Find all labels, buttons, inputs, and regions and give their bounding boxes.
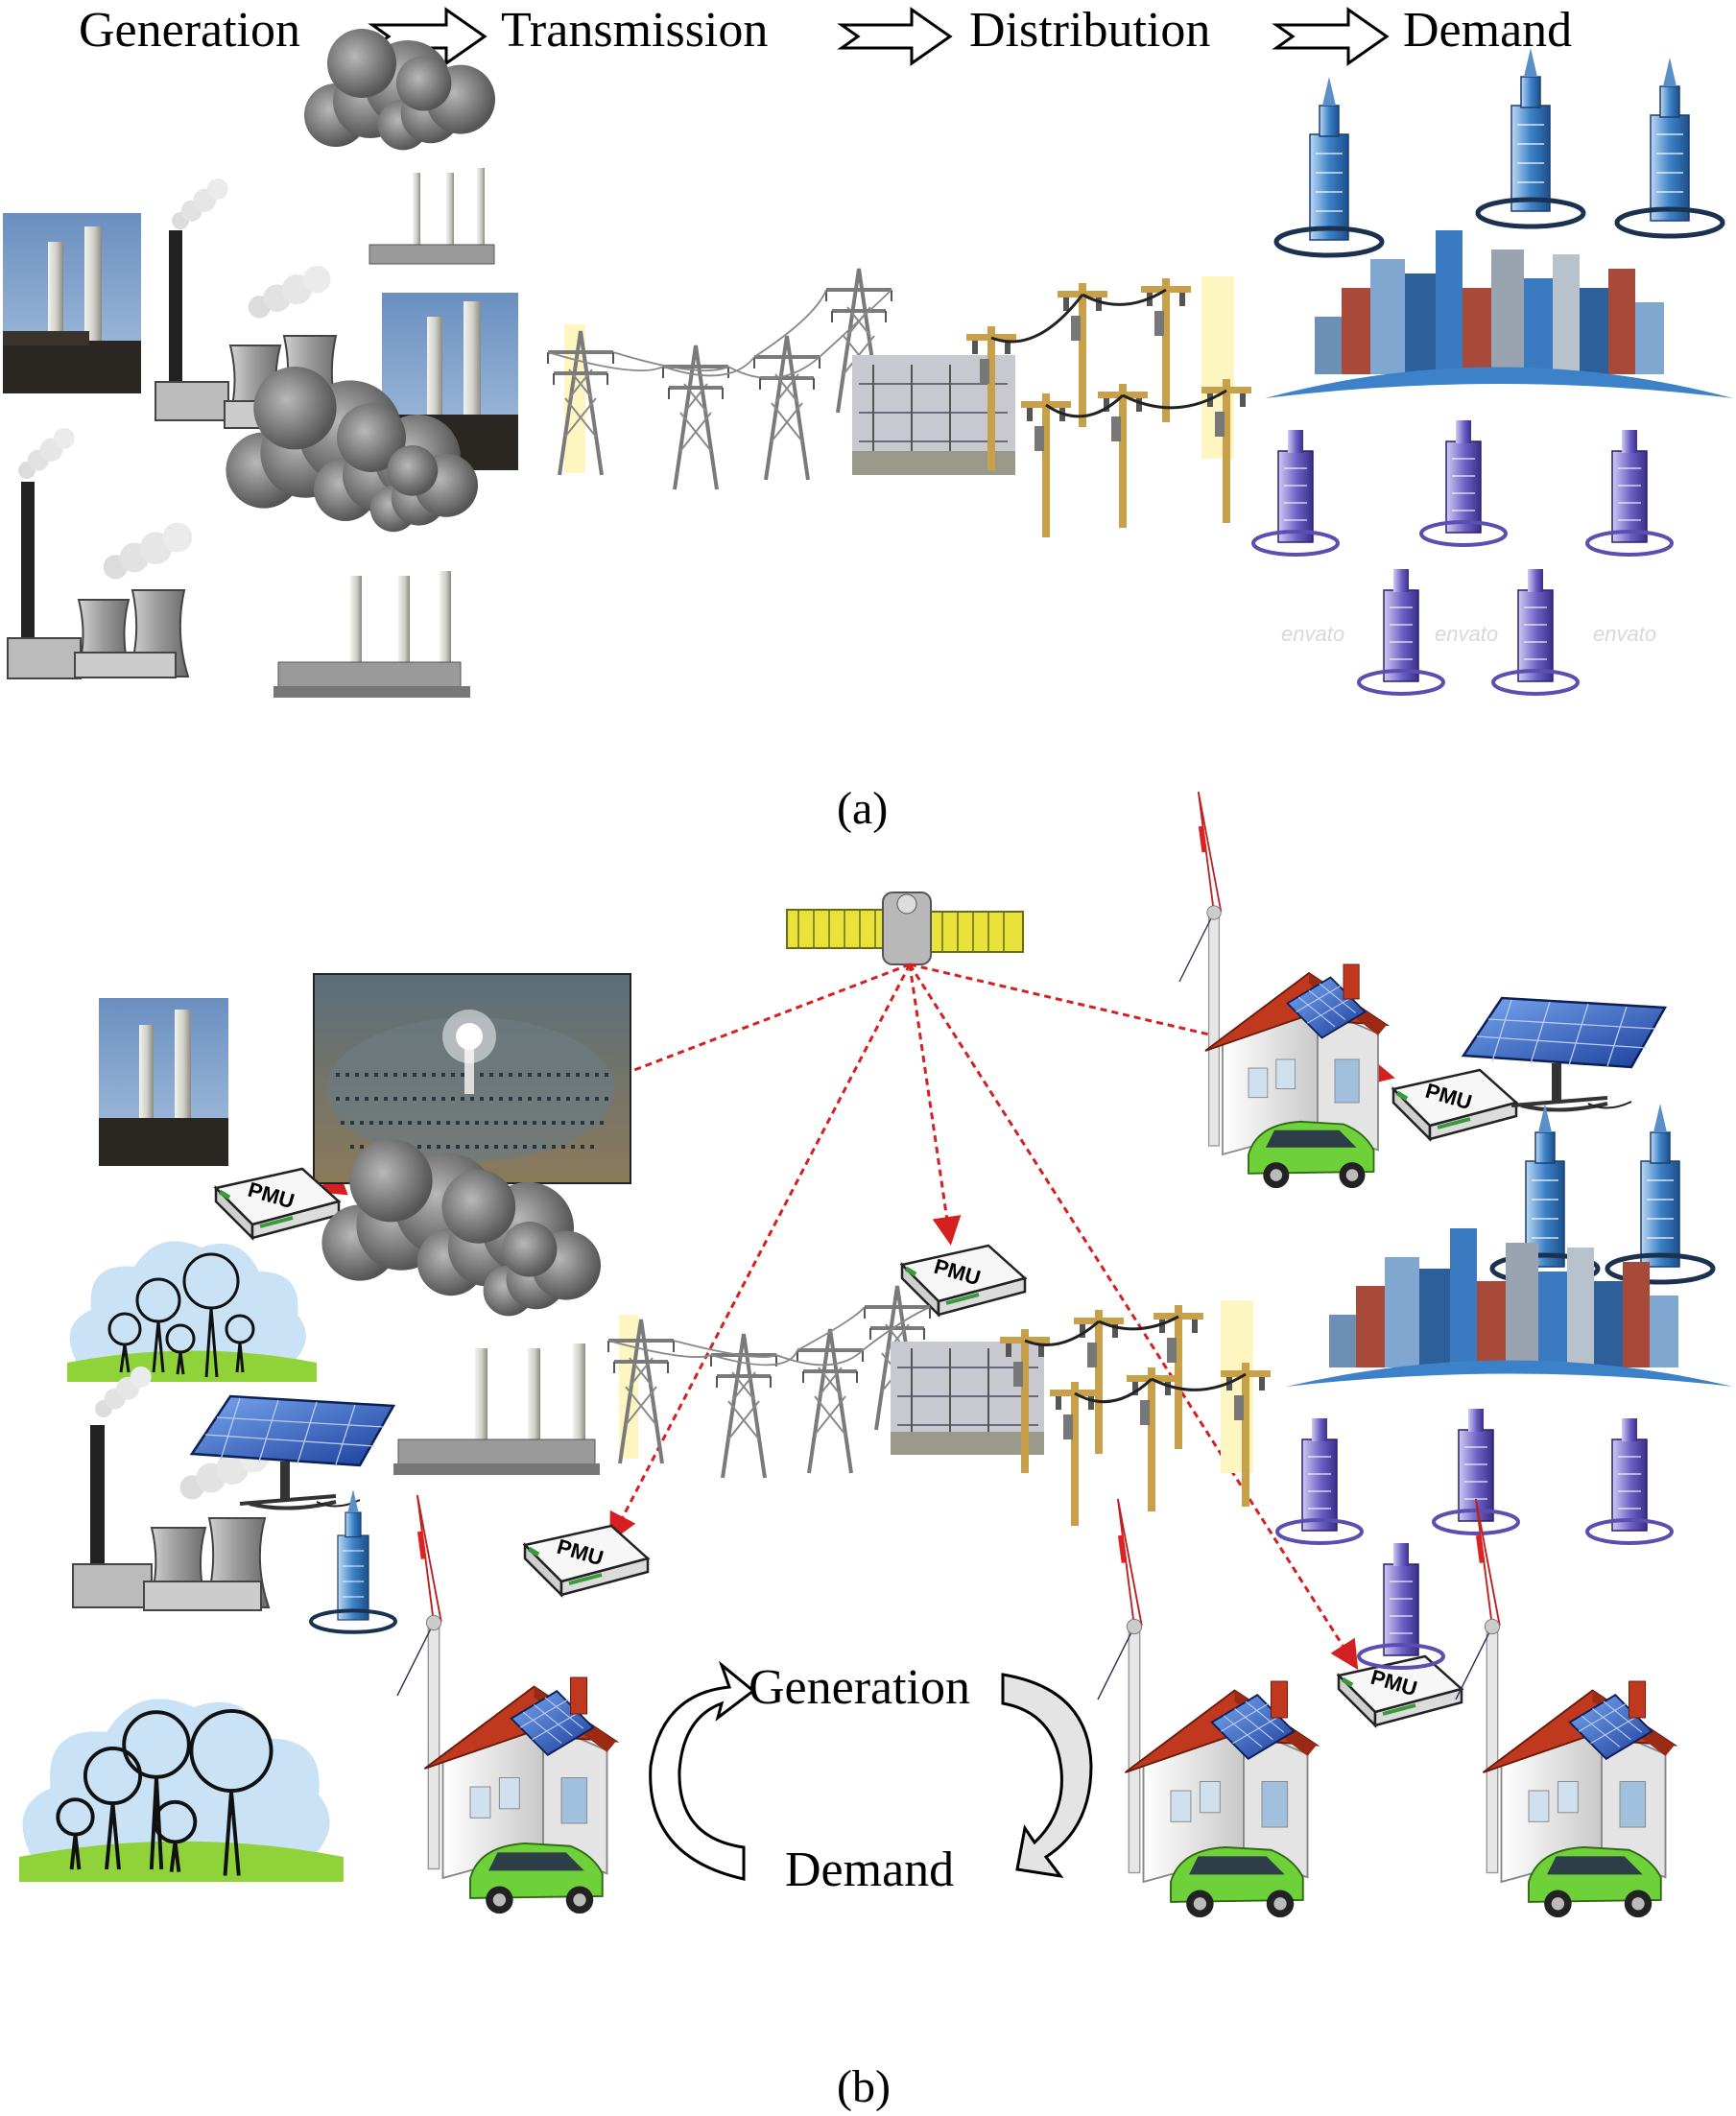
panel-a: Generation Transmission Distribution Dem… bbox=[3, 3, 1733, 834]
skyscraper-icon bbox=[311, 1489, 395, 1632]
distribution-poles bbox=[1000, 1300, 1271, 1526]
purple-building-icon bbox=[1357, 1541, 1445, 1670]
pmu-device-icon: PMU bbox=[902, 1246, 1025, 1315]
caption-a: (a) bbox=[837, 783, 888, 834]
solar-panel-icon bbox=[190, 1394, 395, 1510]
panel-b: PMU PMU PMU PMU PMU bbox=[19, 792, 1733, 2112]
city-skyline bbox=[1265, 230, 1733, 398]
smart-home-icon bbox=[1179, 792, 1387, 1188]
skyscraper-icon bbox=[1617, 58, 1723, 236]
demand-city bbox=[1275, 1104, 1733, 1670]
demand-city: envato envato envato bbox=[1251, 48, 1733, 696]
transmission-lines bbox=[606, 1284, 932, 1480]
flow-label-transmission: Transmission bbox=[501, 3, 768, 58]
pmu-device-icon: PMU bbox=[1339, 1656, 1462, 1725]
link-arrow bbox=[908, 963, 1359, 1671]
link-arrow bbox=[909, 963, 1395, 1086]
skyscraper-icon bbox=[1607, 1104, 1713, 1282]
skyscraper-icon bbox=[1276, 77, 1382, 255]
flow-arrow-icon bbox=[837, 7, 953, 66]
wind-farm-icon bbox=[19, 1699, 344, 1882]
cycle-label-generation: Generation bbox=[749, 1660, 970, 1715]
smart-home-icon bbox=[1098, 1499, 1317, 1917]
wind-farm-icon bbox=[67, 1241, 317, 1382]
link-arrow bbox=[609, 963, 912, 1543]
skyscraper-icon bbox=[1478, 48, 1583, 226]
flow-header: Generation Transmission Distribution Dem… bbox=[79, 3, 1572, 66]
purple-building-icon bbox=[1419, 418, 1508, 547]
smart-home-icon bbox=[1456, 1499, 1675, 1917]
link-arrow bbox=[908, 963, 962, 1246]
purple-building-icon bbox=[1585, 1416, 1674, 1545]
envato-watermark: envato bbox=[1593, 622, 1656, 646]
purple-building-icon bbox=[1585, 428, 1674, 557]
flow-arrow-icon bbox=[1272, 7, 1390, 66]
power-plant-cooling-towers bbox=[72, 1364, 271, 1611]
power-plant-photo bbox=[3, 213, 141, 393]
power-plant-cooling-towers bbox=[7, 425, 193, 679]
transmission-lines bbox=[546, 267, 893, 491]
distribution-poles bbox=[966, 276, 1251, 537]
purple-building-icon bbox=[1491, 567, 1580, 696]
generation-demand-cycle: Generation Demand bbox=[649, 1660, 1093, 1897]
substation bbox=[891, 1342, 1044, 1455]
generation-plants bbox=[3, 29, 518, 698]
purple-building-icon bbox=[1432, 1407, 1520, 1535]
cycle-arrow-left-icon bbox=[649, 1660, 756, 1881]
purple-building-icon bbox=[1251, 428, 1340, 557]
flow-label-demand: Demand bbox=[1403, 3, 1572, 58]
flow-label-generation: Generation bbox=[79, 3, 300, 58]
power-plant-photo bbox=[99, 998, 228, 1166]
pmu-device-icon: PMU bbox=[1393, 1070, 1516, 1139]
power-plant-smoke bbox=[226, 367, 478, 698]
power-plant-smoke bbox=[304, 29, 495, 265]
power-plant-smoke bbox=[321, 1139, 601, 1475]
pmu-device-icon: PMU bbox=[525, 1526, 648, 1595]
caption-b: (b) bbox=[837, 2061, 891, 2112]
envato-watermark: envato bbox=[1435, 622, 1498, 646]
flow-label-distribution: Distribution bbox=[969, 3, 1210, 58]
cycle-label-demand: Demand bbox=[785, 1843, 954, 1897]
satellite-icon bbox=[786, 892, 1024, 965]
purple-building-icon bbox=[1275, 1416, 1364, 1545]
pmu-device-icon: PMU bbox=[216, 1169, 339, 1238]
envato-watermark: envato bbox=[1281, 622, 1344, 646]
city-skyline bbox=[1286, 1228, 1733, 1387]
cycle-arrow-right-icon bbox=[1001, 1673, 1093, 1879]
purple-building-icon bbox=[1357, 567, 1445, 696]
